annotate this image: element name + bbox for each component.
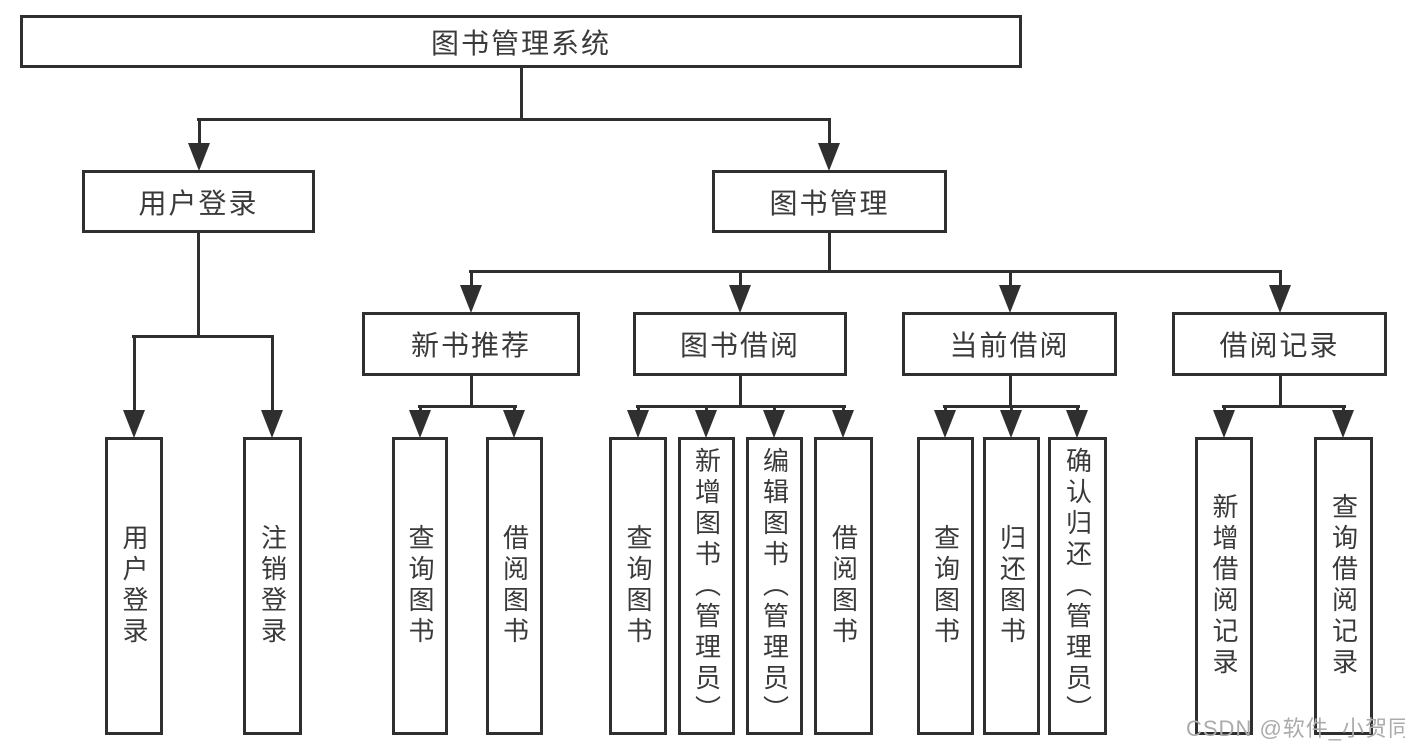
connector-line — [1008, 375, 1012, 408]
connector-line — [772, 405, 776, 413]
connector-line — [827, 118, 831, 148]
arrow-down-icon — [1066, 410, 1088, 438]
node-user-login: 用户登录 — [82, 170, 315, 233]
arrow-down-icon — [188, 143, 210, 171]
arrow-down-icon — [934, 410, 956, 438]
arrow-down-icon — [763, 410, 785, 438]
node-library-management-system: 图书管理系统 — [20, 15, 1022, 68]
arrow-down-icon — [818, 143, 840, 171]
connector-line — [197, 117, 831, 121]
node-borrowing-records: 借阅记录 — [1172, 312, 1387, 376]
arrow-down-icon — [1332, 410, 1354, 438]
leaf-query-books-current: 查询图书 — [917, 437, 974, 735]
node-current-borrowing: 当前借阅 — [902, 312, 1117, 376]
connector-line — [1278, 270, 1282, 288]
arrow-down-icon — [261, 410, 283, 438]
arrow-down-icon — [695, 410, 717, 438]
connector-line — [1278, 375, 1282, 408]
connector-line — [418, 404, 517, 408]
leaf-return-books: 归还图书 — [983, 437, 1040, 735]
leaf-query-books-borrowing: 查询图书 — [609, 437, 667, 735]
leaf-user-login: 用户登录 — [105, 437, 163, 735]
csdn-watermark: CSDN @软件_小贺同学 — [1186, 716, 1405, 741]
connector-line — [827, 232, 831, 273]
leaf-query-borrow-record: 查询借阅记录 — [1314, 437, 1373, 735]
leaf-borrow-books-recommend: 借阅图书 — [486, 437, 543, 735]
connector-line — [469, 375, 473, 408]
connector-line — [1222, 405, 1226, 413]
connector-line — [512, 405, 516, 413]
arrow-down-icon — [123, 410, 145, 438]
connector-line — [469, 270, 473, 288]
connector-line — [738, 270, 742, 288]
arrow-down-icon — [1269, 285, 1291, 313]
arrow-down-icon — [729, 285, 751, 313]
connector-line — [738, 375, 742, 408]
connector-line — [1341, 405, 1345, 413]
leaf-logout: 注销登录 — [243, 437, 302, 735]
connector-line — [418, 405, 422, 413]
arrow-down-icon — [627, 410, 649, 438]
connector-line — [1222, 404, 1346, 408]
arrow-down-icon — [1213, 410, 1235, 438]
connector-line — [841, 405, 845, 413]
leaf-confirm-return-admin: 确认归还（管理员） — [1048, 437, 1107, 735]
leaf-edit-books-admin: 编辑图书（管理员） — [746, 437, 803, 735]
node-book-management: 图书管理 — [712, 170, 947, 233]
leaf-query-books-recommend: 查询图书 — [392, 437, 448, 735]
connector-line — [132, 335, 136, 415]
arrow-down-icon — [503, 410, 525, 438]
leaf-add-books-admin: 新增图书（管理员） — [678, 437, 735, 735]
connector-line — [1009, 405, 1013, 413]
arrow-down-icon — [460, 285, 482, 313]
connector-line — [519, 68, 523, 120]
connector-line — [704, 405, 708, 413]
connector-line — [943, 405, 947, 413]
arrow-down-icon — [1000, 410, 1022, 438]
node-new-book-recommendation: 新书推荐 — [362, 312, 580, 376]
connector-line — [636, 405, 640, 413]
arrow-down-icon — [999, 285, 1021, 313]
connector-line — [132, 334, 274, 338]
leaf-add-borrow-record: 新增借阅记录 — [1195, 437, 1253, 735]
connector-line — [1075, 405, 1079, 413]
arrow-down-icon — [832, 410, 854, 438]
connector-line — [469, 269, 1281, 273]
connector-line — [1008, 270, 1012, 288]
connector-line — [196, 232, 200, 337]
connector-line — [270, 335, 274, 415]
node-book-borrowing: 图书借阅 — [633, 312, 847, 376]
leaf-borrow-books: 借阅图书 — [814, 437, 873, 735]
connector-line — [197, 118, 201, 148]
arrow-down-icon — [409, 410, 431, 438]
